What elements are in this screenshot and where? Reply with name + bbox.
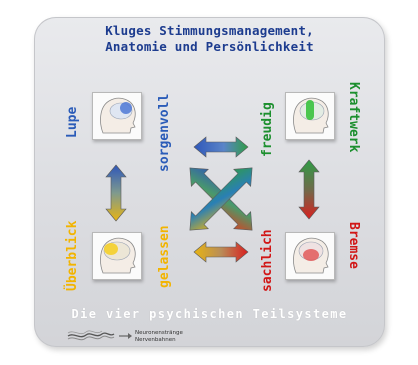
head-illustration-bottom-left (92, 232, 142, 280)
head-illustration-bottom-right (285, 232, 335, 280)
diagram-title-line-1: Kluges Stimmungsmanagement, (105, 23, 314, 38)
legend-nerve-icon (67, 330, 115, 341)
brain-icon (100, 237, 136, 274)
legend-line-1: Neuronenstränge (135, 330, 183, 336)
legend-text: Neuronenstränge Nervenbahnen (135, 330, 183, 344)
arrow-bottom (193, 241, 249, 263)
arrow-left (105, 164, 127, 222)
arrow-right (298, 159, 320, 220)
head-illustration-top-left (92, 92, 142, 140)
legend-arrow-icon (119, 333, 132, 339)
diagram-footer: Die vier psychischen Teilsysteme (71, 307, 348, 321)
diagram-title-line-2: Anatomie und Persönlichkeit (105, 39, 314, 54)
head-illustration-top-right (285, 92, 335, 140)
brain-icon (100, 97, 136, 134)
brain-icon (293, 97, 329, 134)
arrow-top (193, 136, 249, 158)
arrow-diagonal-up (189, 167, 253, 231)
legend-line-2: Nervenbahnen (135, 337, 176, 343)
brain-icon (293, 237, 329, 274)
